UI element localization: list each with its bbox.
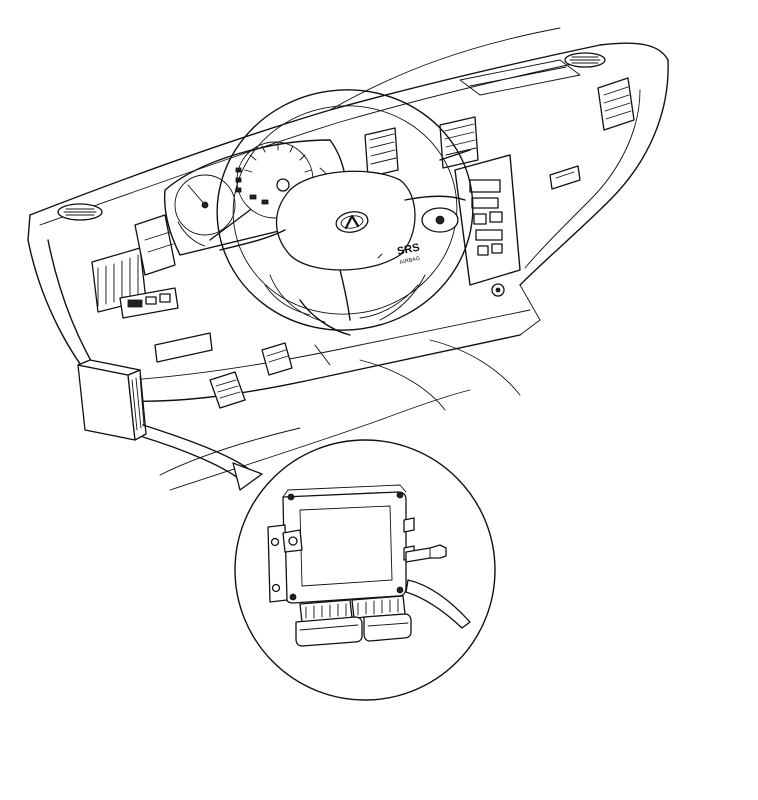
ecu-location-marker xyxy=(77,359,147,441)
callout-arrow xyxy=(142,424,263,491)
steering-wheel: SRS AIRBAG xyxy=(209,89,474,336)
center-console-stack xyxy=(454,154,521,297)
dashboard xyxy=(27,27,669,491)
center-left-vent xyxy=(134,214,176,276)
ecu-module xyxy=(267,484,471,647)
ecu-detail-circle xyxy=(234,439,496,701)
right-air-vent xyxy=(597,77,635,131)
right-corner-vent xyxy=(564,52,606,68)
srs-label: SRS xyxy=(396,241,421,257)
glovebox-handle xyxy=(549,165,581,190)
brand-logo xyxy=(335,211,369,233)
left-corner-vent xyxy=(57,203,103,221)
pedals xyxy=(209,342,331,409)
left-switch-panel xyxy=(119,287,179,319)
center-air-vents xyxy=(364,116,479,178)
wheel-right-controls xyxy=(421,207,459,233)
lower-dash-pocket xyxy=(154,332,213,363)
airbag-label: AIRBAG xyxy=(399,256,421,266)
